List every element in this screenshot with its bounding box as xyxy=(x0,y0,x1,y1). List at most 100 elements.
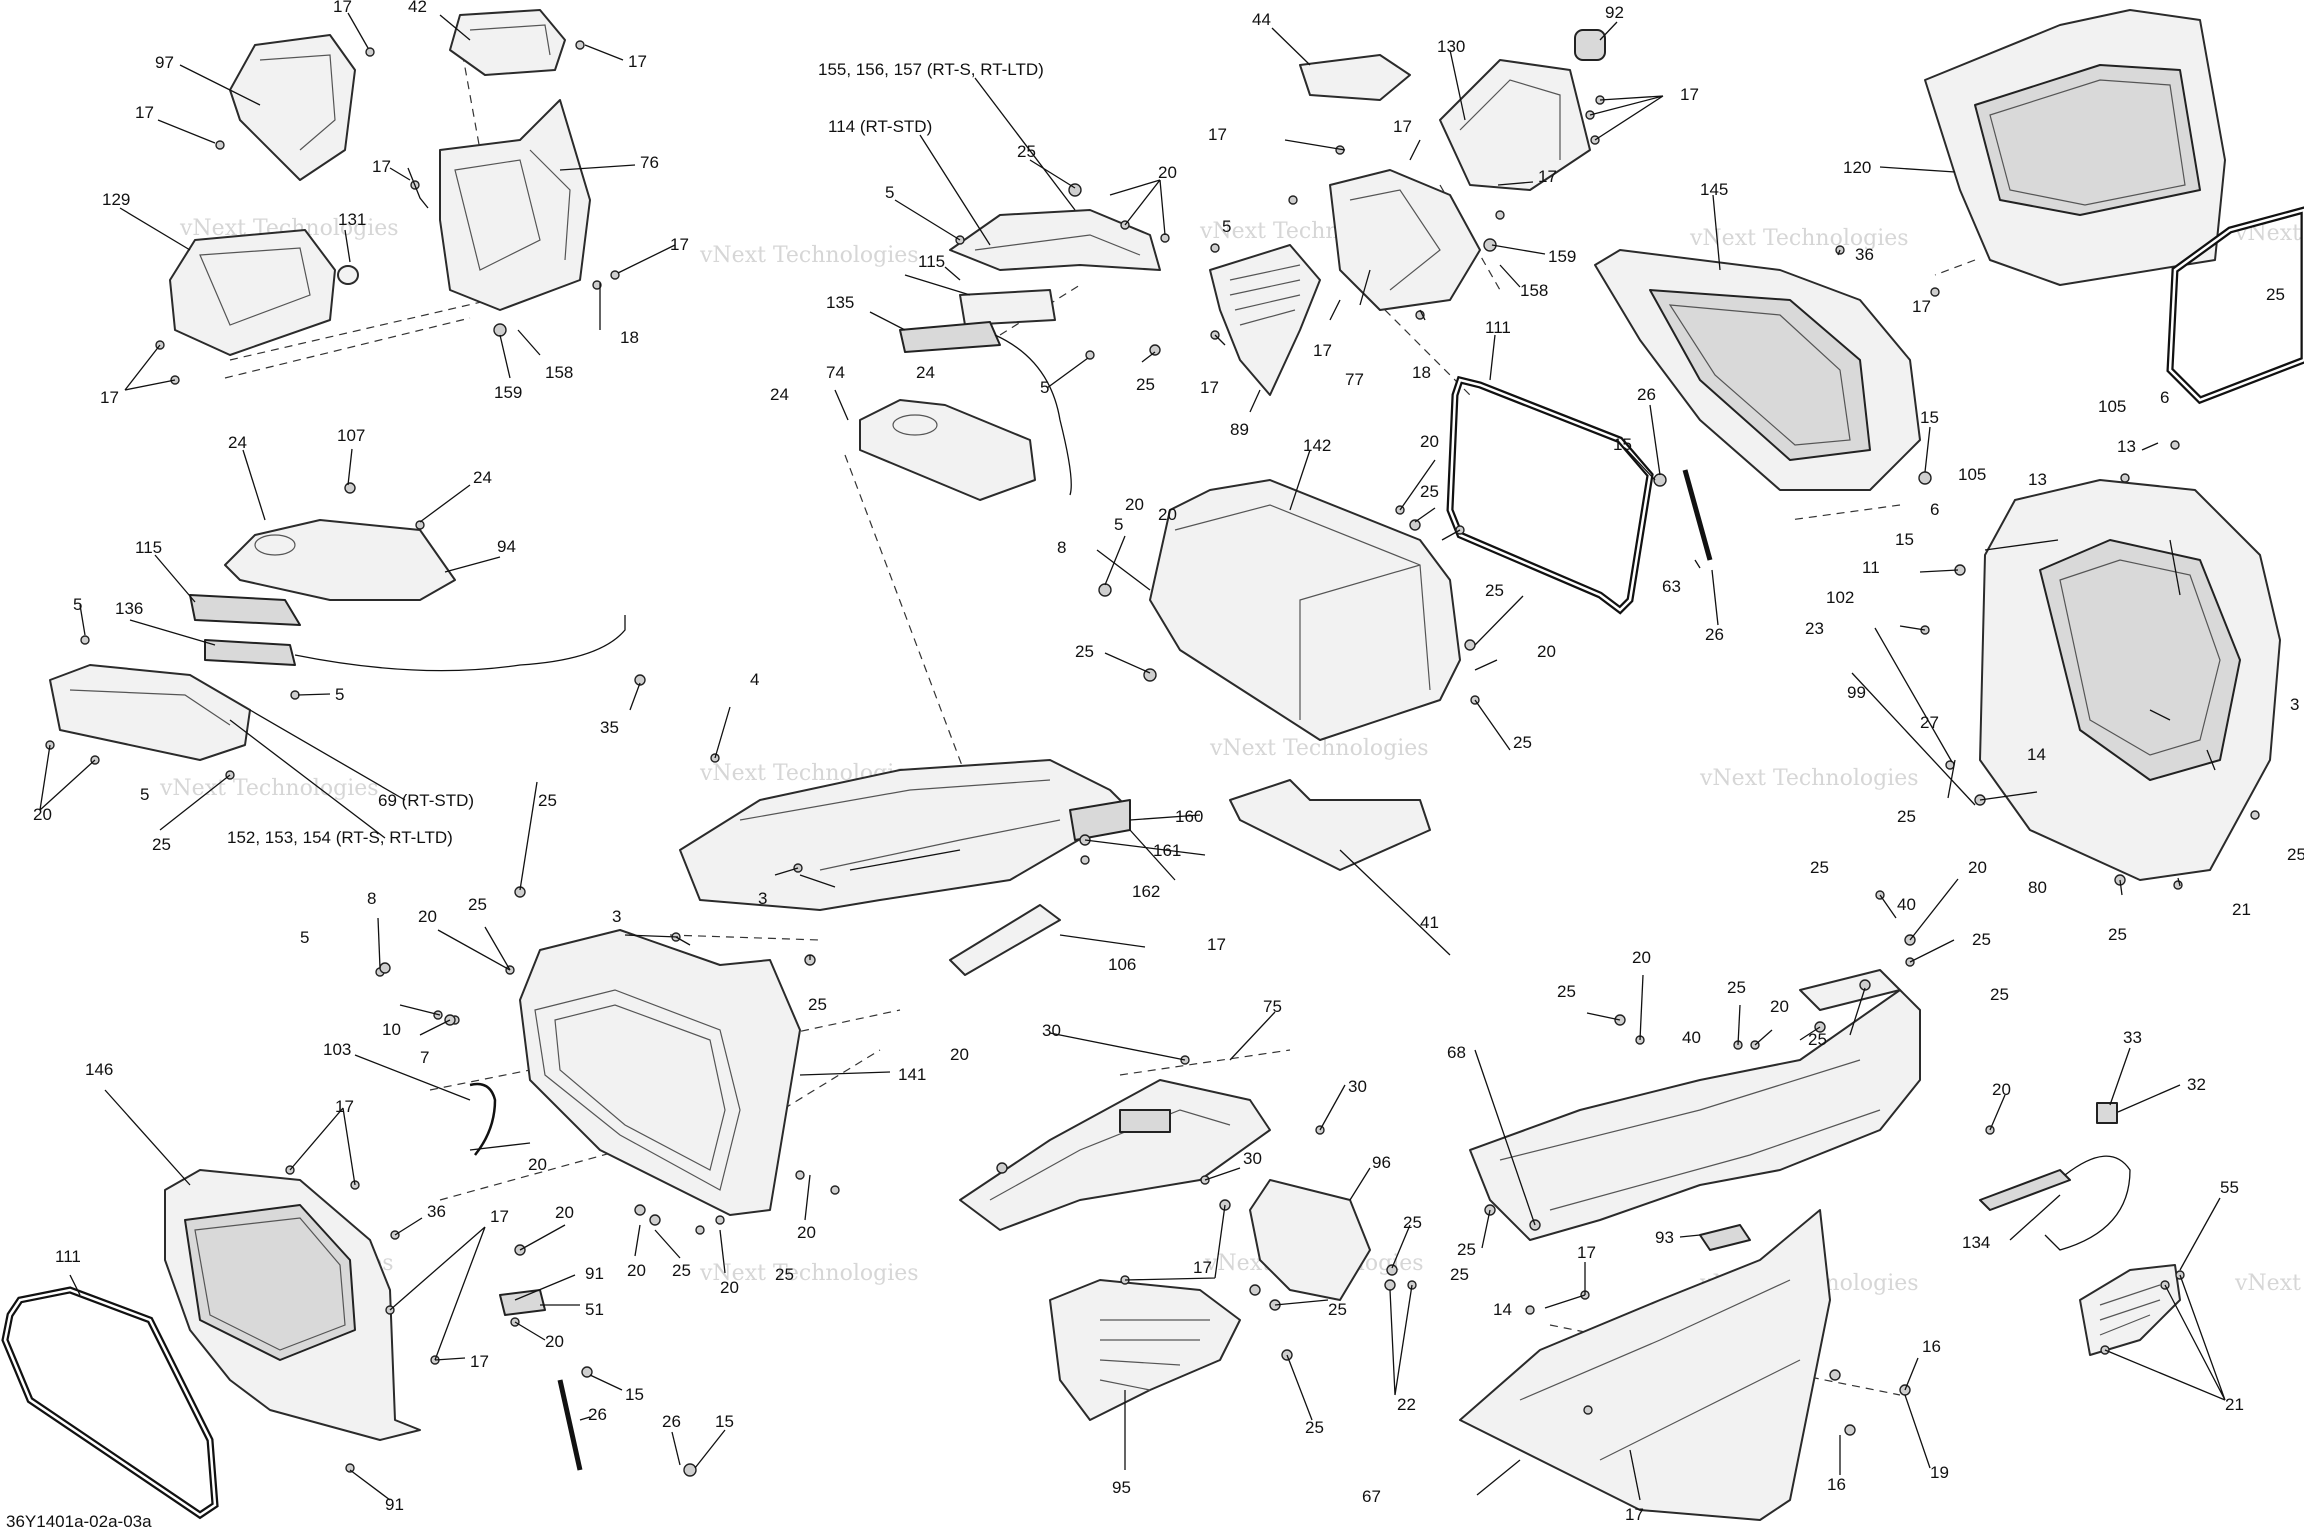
watermark: vNext Technologies xyxy=(2234,1271,2304,1296)
callout-25: 25 xyxy=(1403,1213,1422,1232)
callout-40: 40 xyxy=(1897,895,1916,914)
callout-17: 17 xyxy=(1313,341,1332,360)
callout-17: 17 xyxy=(1577,1243,1596,1262)
callout-23: 23 xyxy=(1805,619,1824,638)
callout-20: 20 xyxy=(1770,997,1789,1016)
callout-162: 162 xyxy=(1132,882,1160,901)
callout-32: 32 xyxy=(2187,1075,2206,1094)
callout-15: 15 xyxy=(1920,408,1939,427)
callout-142: 142 xyxy=(1303,436,1331,455)
callout-102: 102 xyxy=(1826,588,1854,607)
callout-15: 15 xyxy=(1613,435,1632,454)
part-4-frame xyxy=(679,759,1131,911)
callout-5: 5 xyxy=(1040,378,1049,397)
callout-17: 17 xyxy=(135,103,154,122)
part-142-bin xyxy=(1149,479,1461,741)
part-seal-right xyxy=(2166,206,2304,405)
callout-17: 17 xyxy=(628,52,647,71)
callout-8: 8 xyxy=(367,889,376,908)
callout-111: 111 xyxy=(1485,318,1511,337)
part-146-door xyxy=(164,1169,421,1441)
callout-18: 18 xyxy=(1412,363,1431,382)
callout-5: 5 xyxy=(300,928,309,947)
callout-11: 11 xyxy=(1862,558,1880,577)
callout-161: 161 xyxy=(1153,841,1181,860)
callout-25: 25 xyxy=(1136,375,1155,394)
callout-15: 15 xyxy=(625,1385,644,1404)
callout-94: 94 xyxy=(497,537,516,556)
callout-36: 36 xyxy=(427,1202,446,1221)
callout-145: 145 xyxy=(1700,180,1728,199)
callout-14: 14 xyxy=(1493,1300,1512,1319)
callout-25: 25 xyxy=(1457,1240,1476,1259)
callout-25: 25 xyxy=(808,995,827,1014)
part-120-lid xyxy=(1924,9,2226,286)
callout-4: 4 xyxy=(750,670,759,689)
diagram-reference-code: 36Y1401a-02a-03a xyxy=(6,1512,152,1531)
part-75-bracket xyxy=(959,1079,1271,1231)
callout-55: 55 xyxy=(2220,1178,2239,1197)
callout-17: 17 xyxy=(1680,85,1699,104)
callout-92: 92 xyxy=(1605,3,1624,22)
callout-91: 91 xyxy=(585,1264,604,1283)
callout-20: 20 xyxy=(1420,432,1439,451)
callout-106: 106 xyxy=(1108,955,1136,974)
callout-152-153-154: 152, 153, 154 (RT-S, RT-LTD) xyxy=(227,828,453,847)
part-111-seal xyxy=(1446,375,1654,615)
callout-20: 20 xyxy=(528,1155,547,1174)
callout-17: 17 xyxy=(1207,935,1226,954)
part-115-latch xyxy=(189,594,301,626)
callout-17: 17 xyxy=(100,388,119,407)
callout-25: 25 xyxy=(1017,142,1036,161)
callout-7: 7 xyxy=(420,1048,429,1067)
part-92-grommet xyxy=(1574,29,1606,61)
callout-30: 30 xyxy=(1348,1077,1367,1096)
watermark: vNext Technologies xyxy=(1699,766,1919,791)
callout-95: 95 xyxy=(1112,1478,1131,1497)
callout-24: 24 xyxy=(473,468,492,487)
part-41-mat xyxy=(1229,779,1431,871)
callout-15: 15 xyxy=(715,1412,734,1431)
callout-115: 115 xyxy=(918,252,945,271)
callout-17: 17 xyxy=(333,0,352,16)
part-94-tray xyxy=(224,519,456,601)
part-44-handle xyxy=(1299,54,1411,101)
callout-76: 76 xyxy=(640,153,659,172)
callout-5: 5 xyxy=(73,595,82,614)
callout-25: 25 xyxy=(1328,1300,1347,1319)
callout-17: 17 xyxy=(1912,297,1931,316)
callout-18: 18 xyxy=(620,328,639,347)
callout-63: 63 xyxy=(1662,577,1681,596)
callout-5: 5 xyxy=(885,183,894,202)
callout-158: 158 xyxy=(545,363,573,382)
callout-25: 25 xyxy=(1897,807,1916,826)
callout-15: 15 xyxy=(1895,530,1914,549)
part-103-cable xyxy=(469,1082,497,1156)
part-136-latch xyxy=(204,639,296,666)
callout-96: 96 xyxy=(1372,1153,1391,1172)
callout-21: 21 xyxy=(2225,1395,2244,1414)
callout-20: 20 xyxy=(555,1203,574,1222)
part-89-grille xyxy=(1209,244,1321,396)
part-63-strut xyxy=(1682,469,1713,561)
watermark: vNext Technologies xyxy=(699,1261,919,1286)
callout-155-156-157: 155, 156, 157 (RT-S, RT-LTD) xyxy=(818,60,1044,79)
callout-25: 25 xyxy=(1420,482,1439,501)
callout-25: 25 xyxy=(1727,978,1746,997)
callout-20: 20 xyxy=(1632,948,1651,967)
part-93-badge xyxy=(1699,1224,1751,1251)
callout-20: 20 xyxy=(418,907,437,926)
callout-26: 26 xyxy=(1705,625,1724,644)
callout-17: 17 xyxy=(372,157,391,176)
part-80-box xyxy=(1979,479,2281,881)
callout-25: 25 xyxy=(538,791,557,810)
callout-114: 114 (RT-STD) xyxy=(828,117,932,136)
callout-103: 103 xyxy=(323,1040,351,1059)
part-111-seal-bottom xyxy=(1,1286,219,1520)
part-129-panel xyxy=(169,229,336,356)
callout-25: 25 xyxy=(152,835,171,854)
callout-17: 17 xyxy=(670,235,689,254)
callout-26: 26 xyxy=(588,1405,607,1424)
part-95-grille xyxy=(1049,1279,1241,1421)
callout-24: 24 xyxy=(916,363,935,382)
